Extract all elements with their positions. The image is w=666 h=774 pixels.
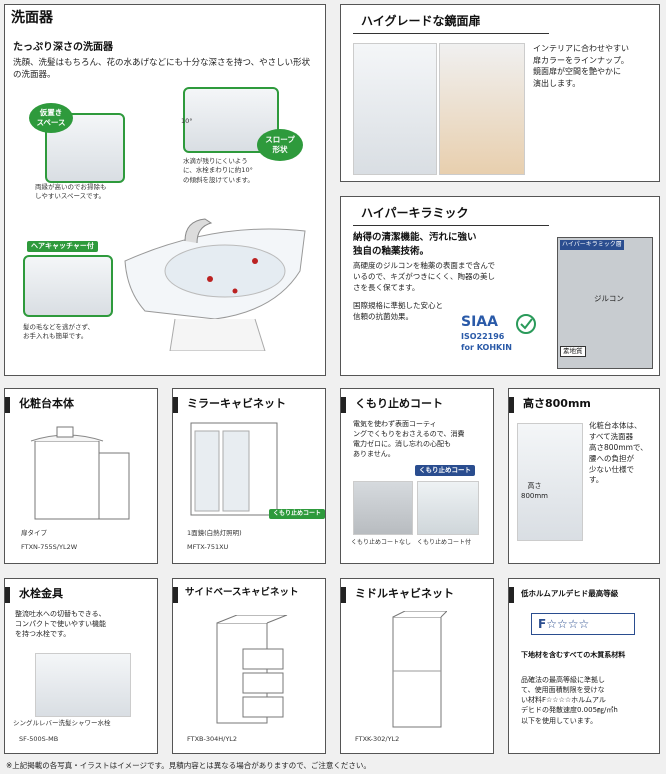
antifog-title: くもり止めコート	[355, 397, 443, 410]
mirror-cabinet-panel: ミラーキャビネット くもり止めコート 1面鏡(白熱灯照明) MFTX-751XU	[172, 388, 326, 564]
micro-label: ハイパーキラミック層	[560, 240, 624, 251]
sink-title: 洗面器	[11, 10, 53, 26]
ceramic-title-rule	[353, 225, 549, 226]
height-dimension: 高さ 800mm	[521, 482, 548, 501]
ceramic-note: 国際規格に準拠した安心と 信頼の抗菌効果。	[353, 301, 443, 321]
note-space: 両縁が高いのでお掃除も しやすいスペースです。	[35, 183, 107, 201]
side-base-title: サイドベースキャビネット	[185, 587, 299, 598]
antifog-description: 電気を使わず表面コーティ ングでくもりをおさえるので、消費 電力ゼロに。消し忘れ…	[353, 420, 465, 459]
ceramic-panel: ハイパーキラミック 納得の清潔機能、汚れに強い 独自の釉薬技術。 高硬度のジルコ…	[340, 196, 660, 376]
mirror-door-title: ハイグレードな鏡面扉	[361, 14, 481, 28]
height-photo	[517, 423, 583, 541]
formaldehyde-panel: 低ホルムアルデヒド最高等級 F☆☆☆☆ 下地材を含むすべての木質系材料 品確法の…	[508, 578, 660, 754]
faucet-caption: シングルレバー洗髪シャワー水栓	[13, 719, 111, 727]
mirror-door-title-rule	[353, 33, 549, 34]
middle-cabinet-panel: ミドルキャビネット FTXK-302/YL2	[340, 578, 494, 754]
antifog-photo-without	[353, 481, 413, 535]
vanity-model: FTXN-755S/YL2W	[21, 543, 78, 551]
note-slope: 水滴が残りにくいよう に、水栓まわりに約10° の傾斜を設けています。	[183, 157, 254, 184]
ceramic-title: ハイパーキラミック	[361, 206, 469, 220]
vanity-illustration	[30, 426, 130, 520]
formaldehyde-grade: F☆☆☆☆	[531, 613, 635, 636]
vanity-title: 化粧台本体	[19, 397, 74, 410]
zircon-label: ジルコン	[594, 294, 624, 303]
faucet-model: SF-500S-MB	[19, 735, 59, 743]
middle-cabinet-illustration	[392, 611, 447, 728]
height-panel: 高さ800mm 高さ 800mm 化粧台本体は、 すべて洗面器 高さ800mmで…	[508, 388, 660, 564]
mirror-cabinet-tag: くもり止めコート	[269, 509, 325, 520]
antifog-caption-without: くもり止めコートなし	[351, 539, 412, 546]
hair-catcher-photo	[23, 255, 113, 317]
middle-cabinet-title: ミドルキャビネット	[355, 587, 454, 600]
antifog-caption-with: くもり止めコート付	[417, 539, 472, 546]
base-label: 素地質	[560, 346, 586, 357]
siaa-mark: SIAA ISO22196 for KOHKIN	[461, 313, 545, 369]
formaldehyde-title: 低ホルムアルデヒド最高等級	[521, 589, 619, 598]
mirror-door-description: インテリアに合わせやすい 扉カラーをラインナップ。 鏡面扉が空間を艶やかに 演出…	[533, 44, 629, 88]
callout-slope-shape: スロープ 形状	[257, 129, 303, 161]
sink-panel: 洗面器 たっぷり深さの洗面器 洗顔、洗髪はもちろん、花の水あげなどにも十分な深さ…	[4, 4, 326, 376]
side-base-illustration	[216, 615, 288, 724]
sink-description: 洗顔、洗髪はもちろん、花の水あげなどにも十分な深さを持つ、やさしい形状の洗面器。	[13, 58, 311, 81]
faucet-photo	[35, 653, 131, 717]
callout-temporary-space: 仮置き スペース	[29, 103, 73, 133]
middle-cabinet-model: FTXK-302/YL2	[355, 735, 400, 743]
antifog-photo-with	[417, 481, 479, 535]
antifog-tag: くもり止めコート	[415, 465, 475, 476]
note-hair: 髪の毛などを逃がさず、 お手入れも簡単です。	[23, 323, 95, 341]
sink-subtitle: たっぷり深さの洗面器	[13, 42, 113, 53]
side-base-model: FTXB-304H/YL2	[187, 735, 238, 743]
slope-angle: 10°	[181, 117, 193, 125]
ceramic-description: 高硬度のジルコンを釉薬の表面まで含んで いるので、キズがつきにくく、陶器の美し …	[353, 261, 496, 292]
height-description: 化粧台本体は、 すべて洗面器 高さ800mmで、 腰への負担が 少ない仕様で す…	[589, 421, 648, 485]
vanity-type-label: 扉タイプ	[21, 529, 47, 537]
side-base-panel: サイドベースキャビネット FTXB-304H/YL2	[172, 578, 326, 754]
mirror-cabinet-title: ミラーキャビネット	[187, 397, 286, 410]
height-title: 高さ800mm	[523, 397, 591, 410]
sink-slope-photo	[183, 87, 279, 153]
ceramic-lead: 納得の清潔機能、汚れに強い 独自の釉薬技術。	[353, 232, 477, 258]
vanity-panel: 化粧台本体 扉タイプ FTXN-755S/YL2W	[4, 388, 158, 564]
hair-catcher-tag: ヘアキャッチャー付	[27, 241, 98, 253]
antifog-panel: くもり止めコート 電気を使わず表面コーティ ングでくもりをおさえるので、消費 電…	[340, 388, 494, 564]
footnote: ※上記掲載の各写真・イラストはイメージです。見積内容とは異なる場合がありますので…	[6, 761, 371, 770]
micrograph: ハイパーキラミック層 ジルコン 素地質	[557, 237, 653, 369]
basin-illustration	[124, 218, 306, 351]
formaldehyde-description: 品確法の最高等級に準拠し て、使用面積制限を受けな い材料F☆☆☆☆ホルムアル …	[521, 676, 618, 725]
mirror-door-panel: ハイグレードな鏡面扉 インテリアに合わせやすい 扉カラーをラインナップ。 鏡面扉…	[340, 4, 660, 182]
siaa-icon	[516, 314, 536, 334]
mirror-door-photo-1	[353, 43, 437, 175]
mirror-cabinet-illustration	[190, 422, 278, 516]
formaldehyde-subhead: 下地材を含むすべての木質系材料	[521, 651, 626, 659]
faucet-description: 整流吐水への切替もできる、 コンパクトで使いやすい機能 を持つ水栓です。	[15, 610, 106, 639]
mirror-door-photo-2	[439, 43, 525, 175]
mirror-cabinet-caption: 1面鏡(白熱灯照明)	[187, 529, 242, 537]
faucet-title: 水栓金具	[19, 587, 63, 600]
faucet-panel: 水栓金具 整流吐水への切替もできる、 コンパクトで使いやすい機能 を持つ水栓です…	[4, 578, 158, 754]
mirror-cabinet-model: MFTX-751XU	[187, 543, 229, 551]
